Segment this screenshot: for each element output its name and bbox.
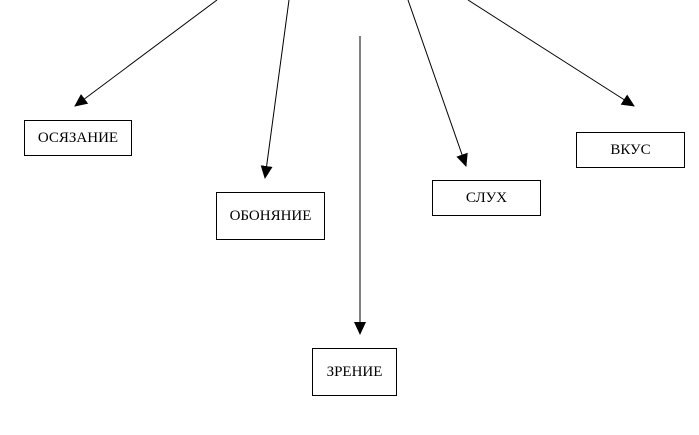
- node-smell-label: ОБОНЯНИЕ: [229, 207, 312, 224]
- arrow-to-touch: [74, 0, 218, 107]
- node-sight: ЗРЕНИЕ: [312, 348, 397, 396]
- node-taste: ВКУС: [576, 132, 685, 168]
- node-hearing-label: СЛУХ: [465, 189, 508, 206]
- node-smell: ОБОНЯНИЕ: [216, 192, 325, 240]
- arrow-to-smell: [260, 0, 290, 179]
- node-taste-label: ВКУС: [610, 141, 651, 158]
- node-sight-label: ЗРЕНИЕ: [326, 363, 383, 380]
- arrow-to-taste: [467, 0, 635, 107]
- node-touch-label: ОСЯЗАНИЕ: [37, 129, 119, 146]
- node-touch: ОСЯЗАНИЕ: [24, 120, 132, 156]
- node-hearing: СЛУХ: [432, 180, 541, 216]
- arrow-to-hearing: [407, 0, 468, 167]
